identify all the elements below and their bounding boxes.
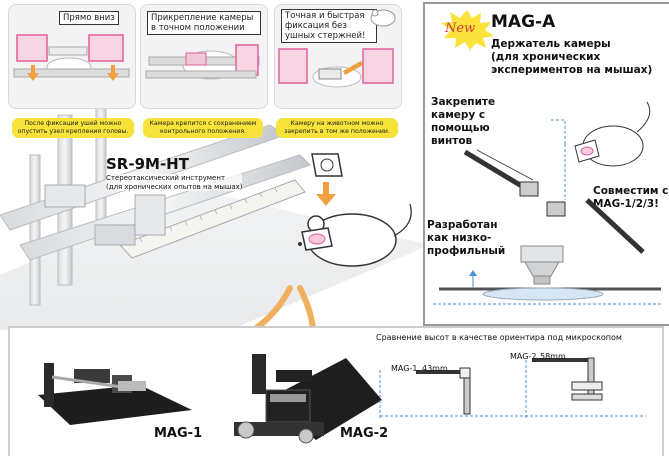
- mouse-with-camera-illustration: [298, 153, 412, 267]
- no-ear-bar-illustration: [278, 48, 394, 88]
- mag-2-label: MAG-2: [340, 426, 389, 441]
- panel-label: Прикрепление камеры в точном положении: [147, 11, 261, 35]
- panel-camera-position: Прикрепление камеры в точном положении: [140, 4, 268, 109]
- mag-2-illustration: [234, 354, 382, 444]
- mag-1-illustration: [38, 363, 192, 425]
- mag-1-label: MAG-1: [154, 426, 203, 441]
- new-badge-text: New: [445, 21, 476, 36]
- low-profile-note-line: как низко-: [427, 232, 492, 244]
- head-holder-illustration: [13, 34, 130, 81]
- mouse-icon: [370, 9, 396, 27]
- instrument-subtitle: Стереотаксический инструмент (для хронич…: [106, 174, 243, 191]
- low-profile-note-line: профильный: [427, 245, 506, 257]
- compatibility-note: Совместим с MAG-1/2/3!: [593, 185, 668, 211]
- mag-a-subtitle: Держатель камеры (для хронических экспер…: [491, 38, 661, 77]
- screws-note-line: Закрепите: [431, 96, 496, 108]
- camera-mount-illustration: [145, 44, 260, 80]
- mag-a-subtitle-line: (для хронических: [491, 51, 601, 63]
- mag-1-height-value: 43mm: [422, 364, 448, 373]
- low-profile-note: Разработан как низко- профильный: [427, 219, 505, 258]
- low-profile-note-line: Разработан: [427, 219, 498, 231]
- screws-note-line: камеру с: [431, 109, 486, 121]
- mag-a-diagram: [433, 101, 661, 305]
- compatibility-note-line: Совместим с: [593, 185, 669, 197]
- screws-note-line: винтов: [431, 135, 473, 147]
- panel-caption: После фиксации ушей можно опустить узел …: [12, 118, 134, 138]
- instrument-title: SR-9M-HT: [106, 155, 189, 173]
- mag-a-card: New MAG-A Держатель камеры (для хроничес…: [423, 2, 669, 326]
- panel-straight-down: Прямо вниз: [8, 4, 136, 109]
- mag-a-subtitle-line: экспериментов на мышах): [491, 64, 653, 76]
- screws-note-line: помощью: [431, 122, 490, 134]
- mag-2-height-value: 58mm: [540, 352, 566, 361]
- height-comparison-title: Сравнение высот в качестве ориентира под…: [376, 333, 622, 342]
- panel-caption: Камера крепится с сохранением контрольно…: [143, 118, 263, 138]
- compatibility-note-line: MAG-1/2/3!: [593, 198, 659, 210]
- screws-note: Закрепите камеру с помощью винтов: [431, 96, 495, 148]
- panel-label: Точная и быстрая фиксация без ушных стер…: [281, 9, 377, 43]
- panel-label: Прямо вниз: [59, 11, 119, 25]
- panel-caption: Камеру на животном можно закрепить в том…: [276, 118, 398, 138]
- instrument-subtitle-line: Стереотаксический инструмент: [106, 174, 226, 182]
- instrument-subtitle-line: (для хронических опытов на мышах): [106, 182, 243, 191]
- mag-2-height-label: MAG-2: [510, 352, 537, 361]
- new-burst-icon: [441, 10, 494, 50]
- mag-1-height-label: MAG-1: [391, 364, 418, 373]
- panel-fast-fixation: Точная и быстрая фиксация без ушных стер…: [274, 4, 402, 109]
- height-comparison-diagram: [379, 357, 646, 418]
- mag-a-title: MAG-A: [491, 12, 556, 32]
- mag-a-subtitle-line: Держатель камеры: [491, 38, 611, 50]
